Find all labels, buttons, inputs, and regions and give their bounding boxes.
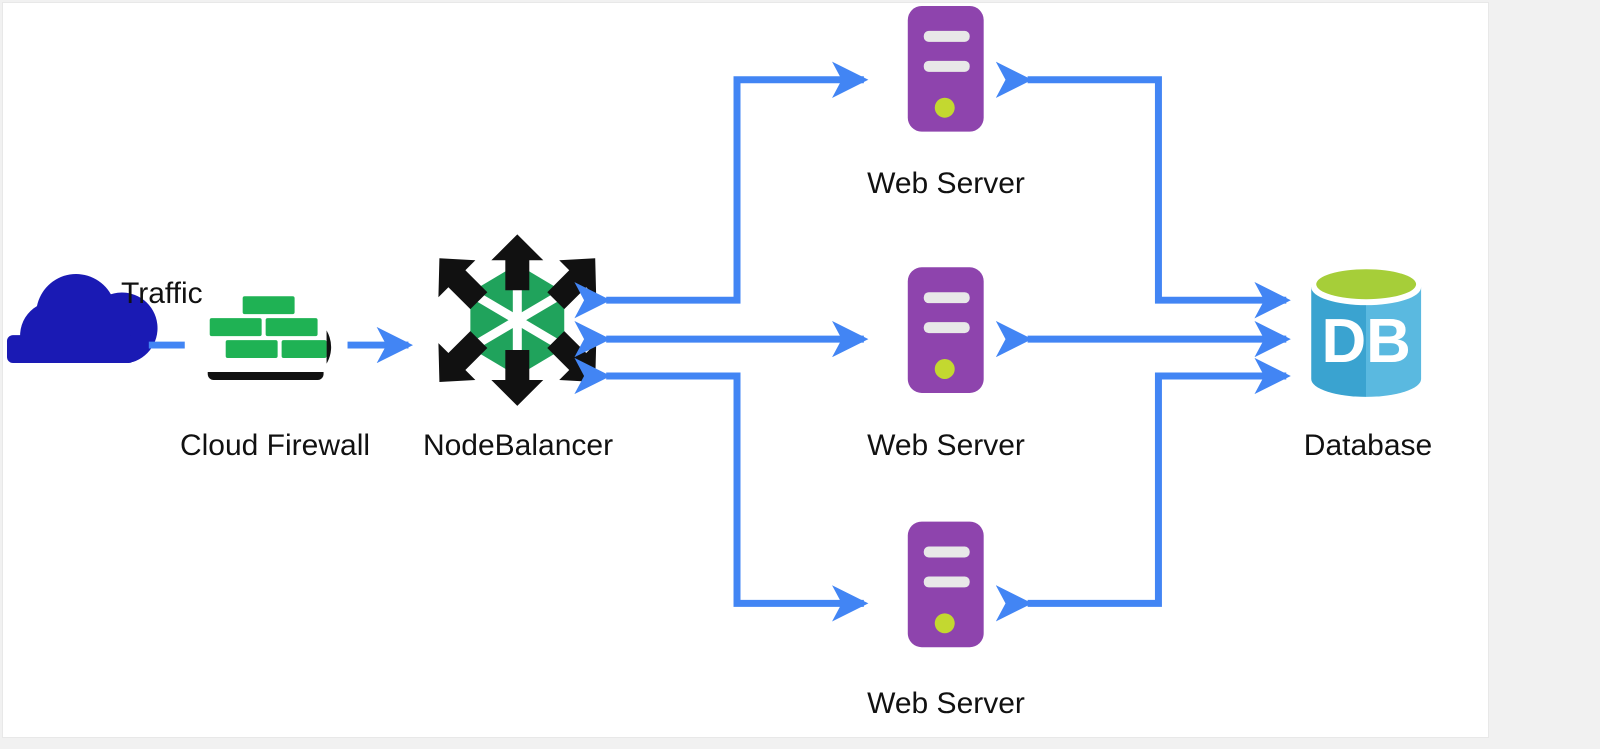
edge-nodebalancer-to-web-server-1 [574, 61, 869, 319]
server-icon [907, 5, 984, 132]
node-label-nodebalancer: NodeBalancer [422, 429, 614, 462]
database-icon: DB [1311, 269, 1422, 397]
node-label-web-server-1: Web Server [867, 167, 1025, 200]
firewall-icon [204, 292, 332, 380]
diagram-canvas: DB T [2, 2, 1489, 738]
blue-cloud-icon [6, 274, 158, 364]
node-label-cloud-firewall: Cloud Firewall [179, 429, 371, 462]
edge-nodebalancer-to-web-server-3 [574, 357, 869, 622]
edge-web-server-3-to-database [995, 357, 1291, 622]
edge-web-server-1-to-database [995, 61, 1291, 319]
server-icon [907, 521, 984, 648]
database-label-text: DB [1321, 307, 1410, 376]
node-label-web-server-2: Web Server [867, 429, 1025, 462]
nodebalancer-icon [438, 234, 597, 406]
traffic-annotation-label: Traffic [121, 277, 203, 310]
server-icon [907, 267, 984, 393]
node-label-web-server-3: Web Server [867, 687, 1025, 720]
node-label-database: Database [1303, 429, 1433, 462]
diagram-svg: DB [6, 5, 1422, 648]
